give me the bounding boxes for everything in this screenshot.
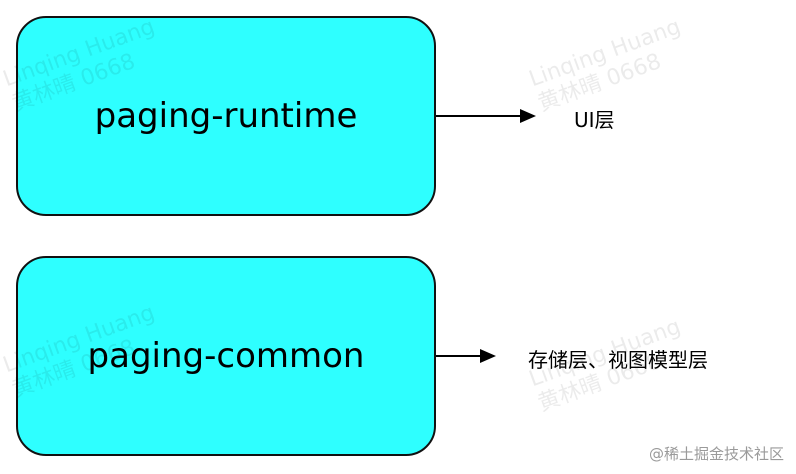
- paging-runtime-box: paging-runtime: [16, 16, 436, 216]
- paging-common-label: paging-common: [87, 336, 365, 376]
- site-watermark: @稀土掘金技术社区: [648, 445, 784, 463]
- ui-layer-label: UI层: [574, 108, 615, 132]
- arrow-bottom: [436, 349, 496, 363]
- paging-common-box: paging-common: [16, 256, 436, 456]
- arrow-top: [436, 109, 536, 123]
- paging-runtime-label: paging-runtime: [94, 96, 358, 136]
- storage-viewmodel-layer-label: 存储层、视图模型层: [528, 348, 708, 372]
